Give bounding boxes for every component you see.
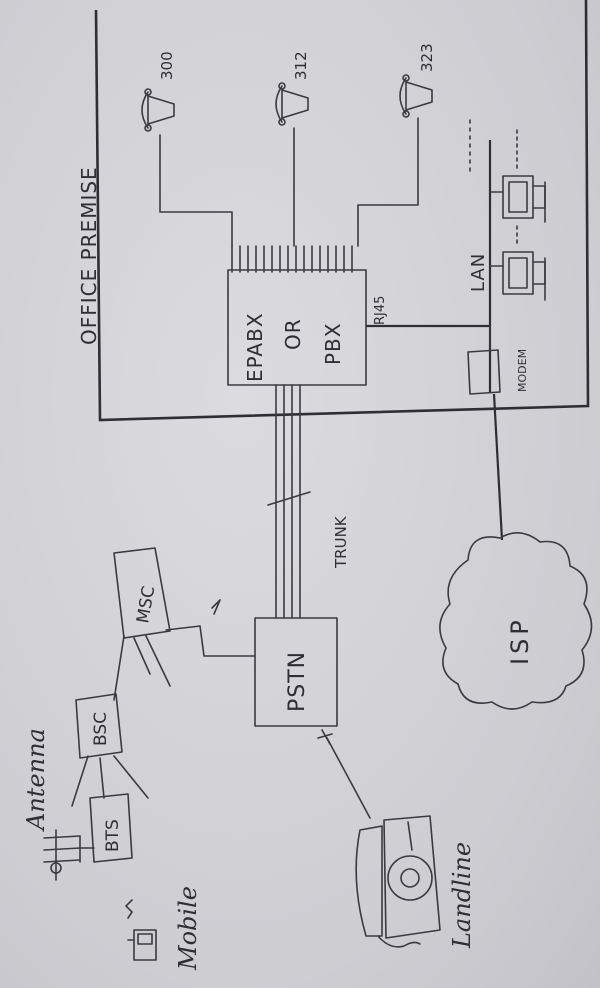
pstn-label: PSTN	[285, 651, 310, 712]
pbx-port-ticks	[231, 245, 353, 273]
modem-label: MODEM	[516, 349, 529, 392]
isp-label: ISP	[506, 616, 534, 665]
mobile-label: Mobile	[174, 886, 202, 971]
landline-phone-icon	[355, 815, 441, 948]
isp-cloud	[439, 532, 593, 710]
extension-312-label: 312	[292, 51, 310, 80]
computer-1-icon	[489, 251, 546, 301]
extension-300-label: 300	[158, 51, 176, 80]
msc-box	[113, 547, 171, 639]
isp-uplink	[492, 393, 504, 541]
pstn-box	[254, 617, 338, 727]
antenna-icon	[43, 829, 95, 881]
computer-2-icon	[489, 175, 546, 223]
pbx-label-line2: OR	[281, 318, 305, 350]
landline-pstn-link	[317, 729, 371, 819]
extension-323-line	[357, 117, 419, 247]
extension-323-label: 323	[418, 43, 436, 72]
pbx-label-line1: EPABX	[243, 312, 267, 382]
extension-300-line	[159, 134, 233, 247]
bts-box	[89, 793, 133, 863]
bsc-label: BSC	[91, 712, 111, 746]
bsc-box	[75, 693, 123, 759]
rj45-label: RJ45	[373, 296, 388, 325]
phone-323-icon	[399, 74, 433, 118]
msc-label: MSC	[133, 585, 159, 625]
office-premise-label: OFFICE PREMISE	[77, 166, 101, 345]
phone-312-icon	[275, 82, 309, 126]
landline-label: Landline	[448, 842, 476, 949]
msc-fanout-lines	[113, 635, 171, 701]
antenna-label: Antenna	[22, 728, 50, 832]
mobile-phone-icon	[125, 899, 157, 961]
bsc-fanout-lines	[71, 755, 149, 807]
lan-label: LAN	[468, 253, 489, 292]
msc-pstn-link	[165, 599, 256, 657]
pbx-label-line3: PBX	[321, 323, 345, 365]
phone-300-icon	[141, 88, 175, 132]
modem-icon	[467, 325, 501, 395]
pbx-box	[227, 245, 367, 386]
trunk-lines	[267, 384, 311, 619]
trunk-label: TRUNK	[332, 515, 350, 569]
bts-label: BTS	[103, 819, 123, 852]
office-premise-boundary	[94, 0, 590, 422]
